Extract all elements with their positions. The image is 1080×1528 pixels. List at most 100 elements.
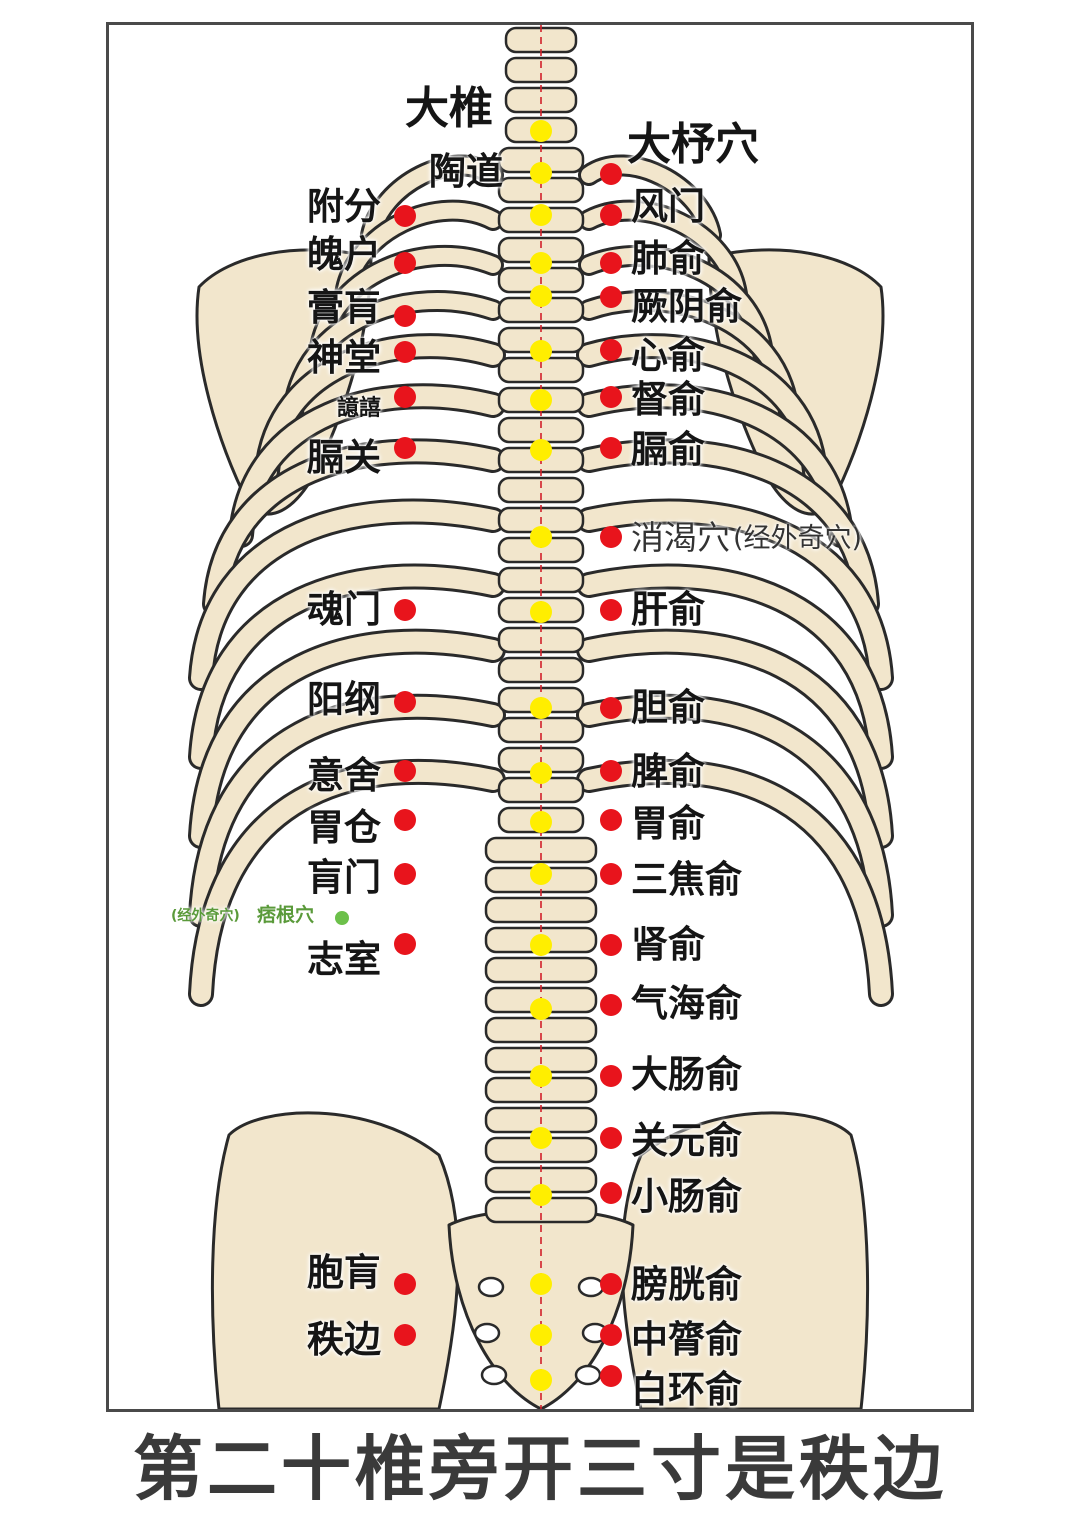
right-acupoint bbox=[600, 994, 622, 1016]
right-acupoint bbox=[600, 386, 622, 408]
rib-left bbox=[191, 501, 503, 688]
spine-point bbox=[530, 1065, 552, 1087]
label-xiaoke-note: (经外奇穴) bbox=[733, 523, 863, 554]
sacral-foramen bbox=[577, 1276, 605, 1298]
right-acupoint bbox=[600, 526, 622, 548]
spine-point bbox=[530, 863, 552, 885]
bone-layer bbox=[188, 26, 894, 1409]
right-acupoint bbox=[600, 863, 622, 885]
spine-point bbox=[530, 252, 552, 274]
rib-left bbox=[205, 441, 503, 614]
right-acupoint bbox=[600, 599, 622, 621]
spine-point bbox=[530, 285, 552, 307]
right-acupoint bbox=[600, 339, 622, 361]
right-acupoint bbox=[600, 1182, 622, 1204]
illustration-frame: 大椎 陶道 大杼穴 附分 魄户 膏肓 神堂 譩譆 膈关 魂门 阳纲 意舍 胃仓 … bbox=[106, 22, 974, 1412]
spine-point bbox=[530, 1273, 552, 1295]
rib-right bbox=[579, 631, 891, 846]
spine-point bbox=[530, 998, 552, 1020]
label-yishe: 意舍 bbox=[307, 754, 381, 797]
right-acupoint bbox=[600, 437, 622, 459]
spine-point bbox=[530, 439, 552, 461]
label-weicang: 胃仓 bbox=[307, 806, 381, 849]
sacral-foramen bbox=[477, 1276, 505, 1298]
vertebra bbox=[484, 836, 598, 864]
right-acupoint bbox=[600, 809, 622, 831]
spine-point bbox=[530, 340, 552, 362]
rib-left bbox=[191, 696, 503, 925]
sacral-foramen bbox=[480, 1364, 508, 1386]
label-zhonglvshu: 中膂俞 bbox=[631, 1318, 742, 1361]
left-acupoint bbox=[394, 305, 416, 327]
rib-left bbox=[363, 157, 501, 243]
rib-left bbox=[231, 386, 503, 545]
left-acupoint bbox=[394, 386, 416, 408]
right-acupoint bbox=[600, 252, 622, 274]
label-huangmen: 肓门 bbox=[307, 856, 381, 899]
right-acupoint bbox=[600, 760, 622, 782]
rib-right bbox=[579, 501, 891, 688]
label-taodao: 陶道 bbox=[429, 150, 503, 193]
right-acupoint bbox=[600, 1127, 622, 1149]
spine-point bbox=[530, 934, 552, 956]
label-xiaochangshu: 小肠俞 bbox=[631, 1175, 742, 1218]
rib-left bbox=[191, 631, 503, 846]
label-weishu: 胃俞 bbox=[631, 802, 705, 845]
right-acupoint bbox=[600, 1273, 622, 1295]
right-acupoint bbox=[600, 1324, 622, 1346]
label-pangguangshu: 膀胱俞 bbox=[631, 1263, 742, 1306]
spine-point bbox=[530, 120, 552, 142]
spine-point bbox=[530, 811, 552, 833]
rib-left bbox=[191, 566, 503, 767]
rib-right bbox=[579, 441, 877, 614]
label-dushu: 督俞 bbox=[631, 378, 705, 421]
label-danshu: 胆俞 bbox=[631, 686, 705, 729]
caption: 第二十椎旁开三寸是秩边 bbox=[133, 1428, 947, 1510]
label-yixi: 譩譆 bbox=[336, 396, 381, 421]
label-pishu: 脾俞 bbox=[631, 750, 705, 793]
vertebra bbox=[497, 476, 585, 504]
spine-point bbox=[530, 762, 552, 784]
label-pigen-note: (经外奇穴) bbox=[171, 908, 240, 924]
label-pigen: 痞根穴 bbox=[257, 904, 315, 926]
label-dazhu: 大杼穴 bbox=[627, 119, 759, 170]
left-acupoint bbox=[394, 437, 416, 459]
right-acupoint bbox=[600, 934, 622, 956]
spine-point bbox=[530, 526, 552, 548]
left-acupoint bbox=[394, 760, 416, 782]
label-fufen: 附分 bbox=[307, 185, 381, 228]
spine-point bbox=[530, 1324, 552, 1346]
spine-point bbox=[530, 1369, 552, 1391]
rib-left bbox=[191, 761, 503, 1004]
left-acupoint bbox=[394, 252, 416, 274]
skeleton-illustration bbox=[188, 25, 894, 1409]
spine-point bbox=[530, 697, 552, 719]
pigen-point bbox=[335, 911, 349, 925]
label-xinshu: 心俞 bbox=[631, 334, 705, 377]
spine-point bbox=[530, 601, 552, 623]
right-acupoint bbox=[600, 1065, 622, 1087]
sacral-foramen bbox=[473, 1322, 501, 1344]
right-acupoint bbox=[600, 204, 622, 226]
rib-right bbox=[579, 696, 891, 925]
label-dazhui: 大椎 bbox=[405, 83, 493, 134]
label-qihaishu: 气海俞 bbox=[631, 982, 742, 1025]
spine-point bbox=[530, 162, 552, 184]
acupoint-layer bbox=[335, 120, 622, 1391]
rib-right bbox=[579, 566, 891, 767]
right-acupoint bbox=[600, 163, 622, 185]
right-acupoint bbox=[600, 286, 622, 308]
left-acupoint bbox=[394, 599, 416, 621]
vertebra bbox=[504, 56, 578, 84]
label-feishu: 肺俞 bbox=[631, 237, 705, 280]
left-acupoint bbox=[394, 933, 416, 955]
sacral-foramen bbox=[574, 1364, 602, 1386]
label-fengmen: 风门 bbox=[631, 185, 705, 228]
rib-right bbox=[579, 761, 891, 1004]
label-baohuang: 胞肓 bbox=[307, 1251, 381, 1294]
label-baihuanshu: 白环俞 bbox=[631, 1368, 742, 1411]
rib-right bbox=[579, 386, 851, 545]
label-sanjiaoshu: 三焦俞 bbox=[631, 858, 742, 901]
vertebra bbox=[484, 896, 598, 924]
vertebra bbox=[497, 656, 585, 684]
